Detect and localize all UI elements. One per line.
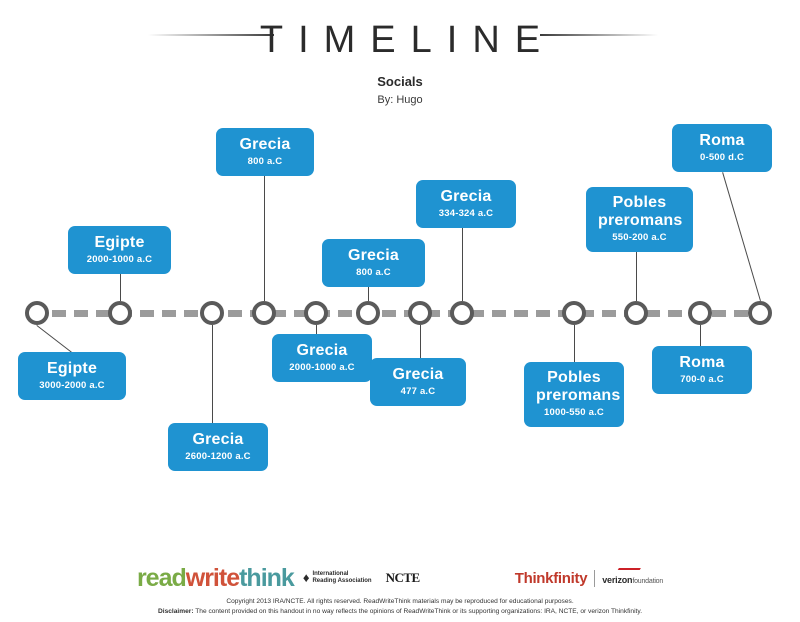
timeline-event-card[interactable]: Grecia 2600-1200 a.C (168, 423, 268, 471)
timeline-event-card[interactable]: Grecia 477 a.C (370, 358, 466, 406)
event-date-label: 2600-1200 a.C (185, 451, 251, 462)
ira-line-1: International (312, 571, 349, 577)
logo-read-text: read (136, 564, 187, 592)
timeline-node[interactable] (688, 301, 712, 325)
event-connector (722, 171, 761, 301)
event-connector (316, 325, 317, 334)
event-era-label: Grecia (192, 431, 244, 448)
timeline-event-card[interactable]: Roma 0-500 d.C (672, 124, 772, 172)
byline: By: Hugo (377, 94, 423, 106)
ira-logo-text: International Reading Association (312, 571, 371, 585)
event-date-label: 477 a.C (400, 386, 436, 397)
event-date-label: 2000-1000 a.C (86, 254, 153, 265)
readwritethink-logo: readwritethink (136, 563, 295, 593)
title-block: TIMELINE (0, 10, 800, 70)
event-date-label: 550-200 a.C (612, 232, 667, 243)
event-connector (368, 287, 369, 301)
timeline-event-card[interactable]: Grecia 800 a.C (216, 128, 314, 176)
verizon-subtext: foundation (632, 577, 664, 585)
footer-logos: readwritethink ♦ International Reading A… (0, 563, 800, 593)
ncte-logo: NCTE (385, 570, 421, 585)
event-era-label: Egipte (94, 234, 145, 251)
timeline-node[interactable] (624, 301, 648, 325)
timeline-event-card[interactable]: Grecia 334-324 a.C (416, 180, 516, 228)
timeline-node[interactable] (408, 301, 432, 325)
event-date-label: 700-0 a.C (680, 374, 724, 385)
logo-write-text: write (185, 564, 240, 592)
timeline-node[interactable] (356, 301, 380, 325)
timeline-event-card[interactable]: Grecia 800 a.C (322, 239, 425, 287)
ira-logo: ♦ International Reading Association (303, 571, 372, 585)
event-connector (212, 325, 213, 423)
event-connector (636, 252, 637, 301)
verizon-logo: verizonfoundation (602, 567, 664, 585)
timeline-node[interactable] (450, 301, 474, 325)
event-era-label: Grecia (347, 247, 399, 264)
page-header: TIMELINE Socials By: Hugo (0, 0, 800, 106)
verizon-text: verizon (602, 574, 633, 585)
event-era-label: Pobles preromans (598, 194, 683, 229)
thinkfinity-text: Thinkfinity (514, 569, 588, 587)
event-date-label: 3000-2000 a.C (39, 380, 105, 391)
event-era-label: Pobles preromans (536, 369, 621, 404)
event-date-label: 800 a.C (356, 267, 391, 278)
event-connector (420, 325, 421, 358)
ira-mark-icon: ♦ (302, 570, 310, 585)
disclaimer-body: The content provided on this handout in … (195, 607, 643, 615)
timeline-node[interactable] (748, 301, 772, 325)
timeline-node[interactable] (562, 301, 586, 325)
legal-text: Copyright 2013 IRA/NCTE. All rights rese… (0, 597, 800, 616)
event-date-label: 334-324 a.C (438, 208, 494, 219)
event-date-label: 1000-550 a.C (544, 407, 604, 418)
event-connector (700, 325, 701, 346)
event-era-label: Grecia (239, 136, 291, 153)
event-connector (264, 176, 265, 301)
copyright-line: Copyright 2013 IRA/NCTE. All rights rese… (226, 598, 574, 605)
event-era-label: Grecia (296, 342, 348, 359)
logo-divider (594, 569, 596, 587)
ira-line-2: Reading Association (312, 578, 372, 584)
timeline-event-card[interactable]: Egipte 2000-1000 a.C (68, 226, 171, 274)
timeline-node[interactable] (304, 301, 328, 325)
timeline-node[interactable] (252, 301, 276, 325)
event-connector (120, 274, 121, 301)
event-era-label: Grecia (392, 366, 444, 383)
verizon-checkmark-icon (613, 567, 642, 578)
timeline-event-card[interactable]: Roma 700-0 a.C (652, 346, 752, 394)
event-connector (462, 228, 463, 301)
timeline-event-card[interactable]: Egipte 3000-2000 a.C (18, 352, 126, 400)
disclaimer-line: Disclaimer: The content provided on this… (0, 607, 800, 617)
event-connector (574, 325, 575, 362)
disclaimer-label: Disclaimer: (157, 607, 194, 615)
timeline-event-card[interactable]: Pobles preromans 1000-550 a.C (524, 362, 624, 427)
event-date-label: 0-500 d.C (699, 152, 745, 163)
event-date-label: 2000-1000 a.C (289, 362, 355, 373)
thinkfinity-logo: Thinkfinity verizonfoundation (514, 567, 664, 587)
logo-think-text: think (239, 564, 295, 592)
timeline-node[interactable] (108, 301, 132, 325)
timeline-axis (30, 310, 770, 317)
title-rule-left (148, 34, 274, 36)
event-connector (36, 325, 72, 353)
event-era-label: Grecia (440, 188, 492, 205)
page-title: TIMELINE (259, 19, 556, 61)
timeline-event-card[interactable]: Grecia 2000-1000 a.C (272, 334, 372, 382)
timeline-event-card[interactable]: Pobles preromans 550-200 a.C (586, 187, 693, 252)
timeline-node[interactable] (200, 301, 224, 325)
title-rule-right (540, 34, 658, 36)
event-era-label: Roma (679, 354, 725, 371)
timeline-node[interactable] (25, 301, 49, 325)
page-footer: readwritethink ♦ International Reading A… (0, 563, 800, 616)
event-era-label: Egipte (46, 360, 98, 377)
event-era-label: Roma (699, 132, 745, 149)
subtitle: Socials (377, 74, 423, 89)
event-date-label: 800 a.C (247, 156, 283, 167)
